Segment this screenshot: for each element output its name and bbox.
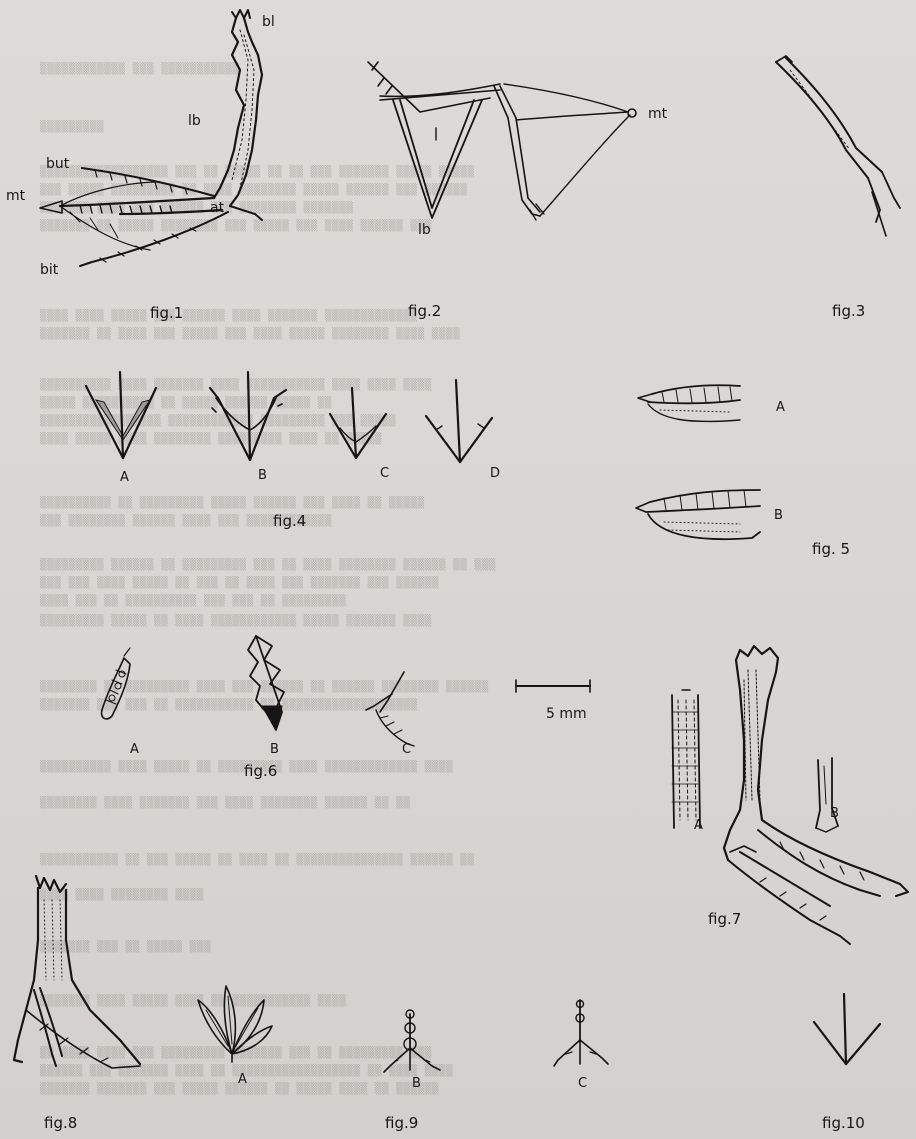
fig4-panel-label: C xyxy=(380,466,389,481)
fig5-claw-b xyxy=(636,490,760,539)
fig9-specimens xyxy=(198,986,608,1072)
fig1-label-but: but xyxy=(46,156,69,172)
fig9-panel-label: C xyxy=(578,1076,587,1091)
fig1-label-bl: bl xyxy=(262,14,275,30)
fig7a-tarsus-segment xyxy=(672,690,700,828)
fig7-panel-label: A xyxy=(694,818,703,833)
fig4-feet xyxy=(86,372,492,462)
fig6-a xyxy=(102,648,130,719)
fig1-label-at: at xyxy=(210,200,224,216)
fig4-foot-b xyxy=(210,372,286,460)
fig6-scale-details xyxy=(102,636,414,746)
fig9-caption: fig.9 xyxy=(385,1114,418,1132)
fig9-c xyxy=(554,1000,608,1066)
fig2-caption: fig.2 xyxy=(408,302,441,320)
fig4-panel-label: D xyxy=(490,466,500,481)
fig9-panel-label: B xyxy=(412,1076,421,1091)
fig6-panel-label: A xyxy=(130,742,139,757)
fig1-label-lb: lb xyxy=(188,113,201,129)
fig5-claws xyxy=(636,385,760,539)
fig9-b xyxy=(384,1010,440,1072)
fig1-caption: fig.1 xyxy=(150,304,183,322)
fig8-caption: fig.8 xyxy=(44,1114,77,1132)
fig4-foot-d xyxy=(426,380,492,462)
fig10-caption: fig.10 xyxy=(822,1114,865,1132)
fig5-claw-a xyxy=(638,385,740,421)
fig5-caption: fig. 5 xyxy=(812,540,850,558)
scale-bar xyxy=(516,680,590,692)
fig4-panel-label: B xyxy=(258,468,267,483)
fig2-label-lb: lb xyxy=(418,222,431,238)
fig9-panel-label: A xyxy=(238,1072,247,1087)
fig7-panel-label: B xyxy=(830,806,839,821)
fig3-leg-drawing xyxy=(776,56,900,236)
fig9-a xyxy=(198,986,272,1062)
fig6-c xyxy=(366,672,414,746)
fig4-caption: fig.4 xyxy=(273,512,306,530)
fig1-label-mt: mt xyxy=(6,188,25,204)
fig7-caption: fig.7 xyxy=(708,910,741,928)
fig5-panel-label: A xyxy=(776,400,785,415)
scale-bar-label: 5 mm xyxy=(546,706,587,722)
fig8-foot-drawing xyxy=(14,876,140,1068)
fig2-leg-diagram xyxy=(368,62,636,220)
fig1-foot-drawing xyxy=(40,10,262,266)
fig3-caption: fig.3 xyxy=(832,302,865,320)
fig4-foot-a xyxy=(86,372,156,458)
fig6-caption: fig.6 xyxy=(244,762,277,780)
fig4-panel-label: A xyxy=(120,470,129,485)
fig7-foot-drawing xyxy=(724,646,908,944)
fig6-b xyxy=(248,636,284,730)
fig10-foot xyxy=(814,994,880,1064)
fig6-panel-label: B xyxy=(270,742,279,757)
fig1-label-bit: bit xyxy=(40,262,58,278)
fig4-foot-c xyxy=(330,388,386,458)
fig5-panel-label: B xyxy=(774,508,783,523)
fig2-label-mt: mt xyxy=(648,106,667,122)
fig6-panel-label: C xyxy=(402,742,411,757)
